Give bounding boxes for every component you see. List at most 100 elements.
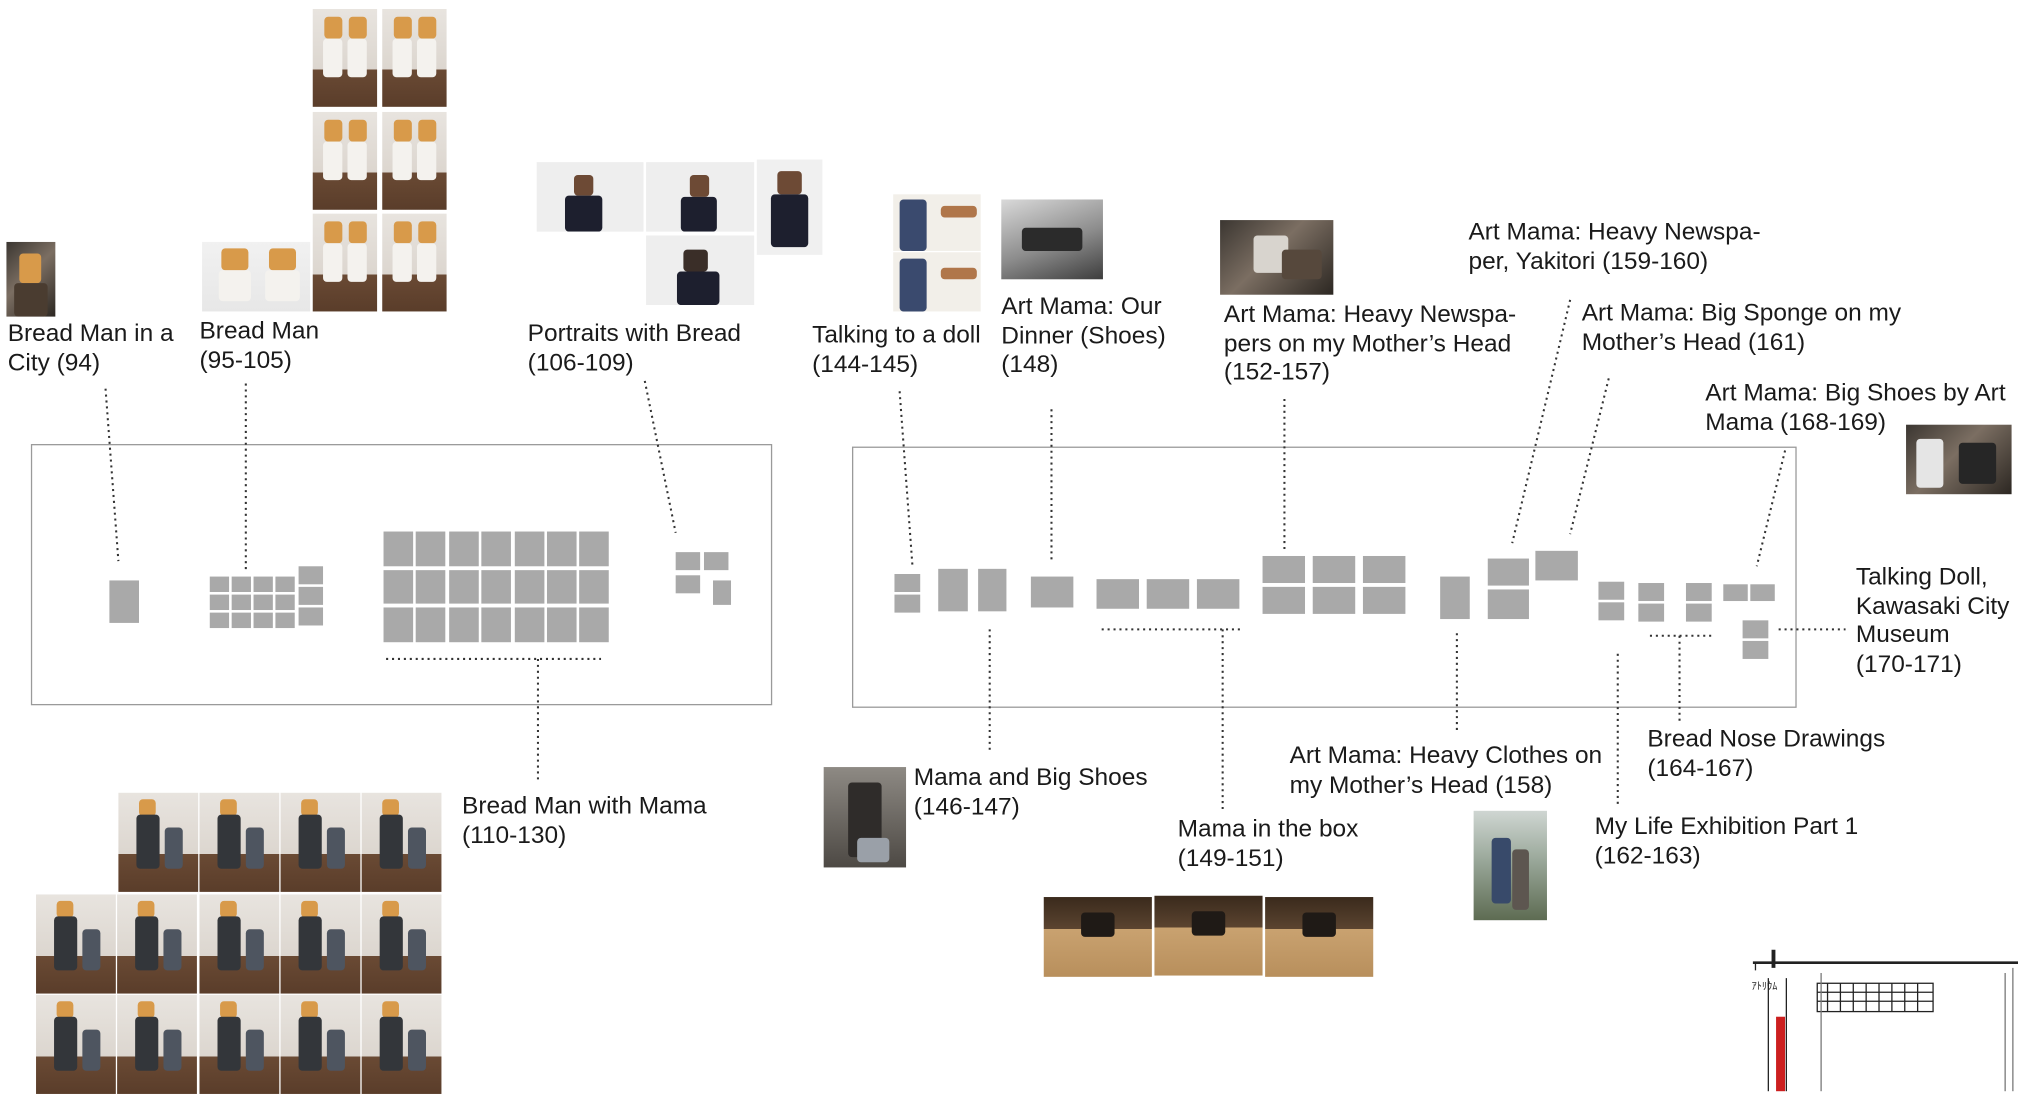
photo-figure (941, 267, 977, 279)
frame-bread-man-mama (514, 569, 544, 604)
photo-figure (771, 193, 808, 248)
photo-figure (393, 16, 412, 39)
leader-yakitori (1511, 299, 1572, 544)
photo-figure (381, 1000, 400, 1019)
photo-figure (416, 38, 437, 78)
photo-figure (298, 814, 323, 870)
photo-our-dinner (1001, 199, 1103, 280)
photo-figure (323, 242, 343, 283)
photo-portrait (646, 162, 755, 232)
leader-big-shoes (1755, 450, 1787, 567)
photo-portrait (536, 162, 644, 232)
frame-bread-man-mama (514, 531, 544, 566)
photo-bread-man-mama (199, 994, 280, 1094)
label-line: Bread Man with Mama (462, 792, 707, 820)
label-line: My Life Exhibition Part 1 (1594, 813, 1859, 841)
photo-figure (900, 199, 927, 251)
frame-mama-box (1196, 579, 1240, 609)
frame-my-life (1598, 581, 1625, 600)
photo-bread-man (312, 111, 378, 210)
photo-bread-man-mama (361, 792, 442, 892)
photo-figure (348, 119, 367, 142)
label-bread-man-mama: Bread Man with Mama (110-130) (462, 793, 707, 851)
photo-figure (416, 242, 437, 283)
leader-portraits (643, 380, 677, 534)
label-my-life: My Life Exhibition Part 1 (162-163) (1595, 813, 1859, 871)
photo-bread-man-mama (36, 894, 116, 994)
label-line: my Mother’s Head (158) (1289, 771, 1553, 799)
photo-figure (55, 1000, 74, 1019)
photo-portrait (756, 159, 823, 255)
photo-figure (407, 929, 426, 971)
frame-bread-man-mama (579, 531, 610, 566)
label-talking-doll: Talking to a doll (144-145) (812, 322, 981, 380)
photo-bread-man-mama (361, 894, 442, 994)
leader-big-sponge (1569, 378, 1610, 535)
leader-talking-doll (898, 391, 914, 567)
frame-bread-man-mama (579, 569, 610, 604)
photo-figure (217, 1016, 241, 1072)
floor-plan-drawing (1752, 949, 2018, 1092)
photo-figure (1081, 912, 1114, 937)
frame-bread-man-mama (383, 569, 414, 604)
photo-figure (134, 916, 159, 971)
label-line: (170-171) (1855, 650, 1962, 678)
leader-bread-man-city (104, 388, 120, 562)
photo-figure (392, 38, 412, 78)
photo-figure (324, 119, 343, 142)
frame-portrait (675, 575, 701, 594)
photo-bread-man-city (6, 241, 56, 317)
frame-bread-man-mama (416, 569, 446, 604)
photo-bread-man-mama (199, 792, 280, 892)
photo-figure (217, 916, 241, 971)
frame-kawasaki (1742, 640, 1769, 659)
label-line: pers on my Mother’s Head (1223, 330, 1512, 358)
label-line: Bread Nose Drawings (1647, 725, 1886, 753)
label-bread-man: Bread Man (95-105) (199, 318, 319, 376)
photo-figure (219, 1000, 237, 1019)
frame-heavy-clothes (1440, 576, 1470, 620)
label-portraits: Portraits with Bread (106-109) (528, 320, 741, 378)
label-line: Talking Doll, (1855, 563, 1988, 591)
frame-heavy-newspapers (1262, 555, 1306, 584)
frame-bread-man-mama (448, 531, 479, 566)
photo-bread-man (382, 111, 447, 210)
photo-bread-man-mama (117, 894, 197, 994)
label-mama-big-shoes: Mama and Big Shoes (146-147) (914, 764, 1148, 822)
photo-figure (135, 814, 160, 870)
photo-figure (381, 798, 400, 817)
photo-bread-man (382, 213, 447, 312)
photo-mama-box (1154, 895, 1263, 976)
photo-figure (298, 1016, 323, 1072)
frame-bread-man-mama (514, 607, 544, 642)
frame-bread-man-mama (383, 531, 414, 566)
photo-figure (53, 916, 78, 971)
photo-figure (163, 929, 181, 971)
label-line: (162-163) (1594, 842, 1701, 870)
frame-bread-man (253, 612, 273, 629)
frame-kawasaki (1742, 620, 1769, 639)
photo-figure (680, 196, 718, 232)
label-line: Art Mama: Heavy Newspa- (1223, 301, 1517, 329)
photo-figure (1916, 438, 1943, 488)
photo-talking-doll (893, 194, 981, 251)
frame-bread-man (231, 594, 251, 611)
photo-figure (392, 242, 412, 283)
label-line: (152-157) (1223, 359, 1330, 387)
photo-figure (1958, 442, 1996, 484)
frame-bread-man (298, 607, 324, 626)
plan-red-wall (1776, 1016, 1786, 1092)
frame-bread-man-mama (546, 569, 577, 604)
frame-bread-man-mama (383, 607, 414, 642)
photo-figure (82, 1029, 100, 1072)
frame-portrait (675, 552, 701, 571)
photo-figure (856, 837, 890, 863)
photo-bread-man-mama (361, 994, 442, 1094)
frame-mama-box (1146, 579, 1190, 609)
frame-portrait (703, 552, 729, 571)
photo-figure (163, 1029, 181, 1072)
frame-bread-man (231, 612, 251, 629)
photo-figure (347, 242, 367, 283)
